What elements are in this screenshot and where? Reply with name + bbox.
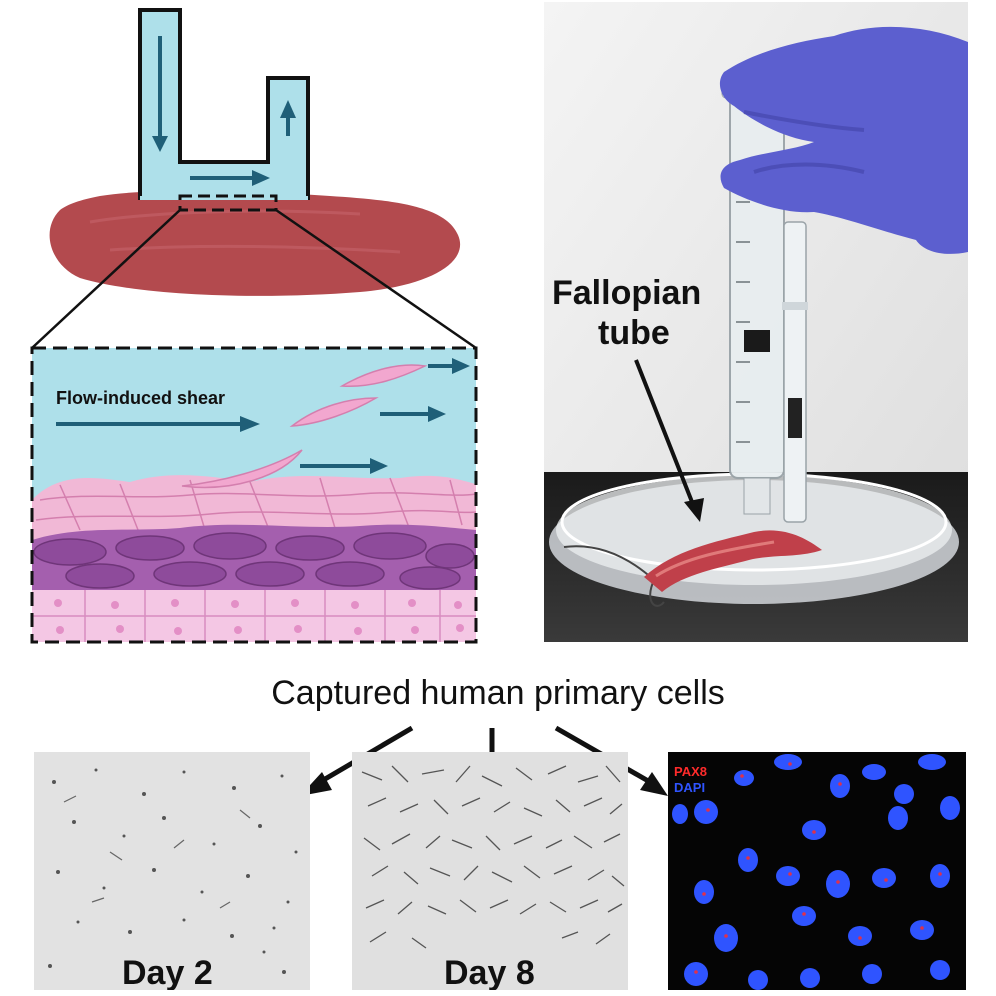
- fallopian-tube-photo: Fallopian tube: [544, 2, 968, 642]
- annotation-arrow: [634, 359, 696, 508]
- annotation-line1: Fallopian: [552, 274, 701, 312]
- panel-day8: Day 8: [352, 752, 628, 990]
- flow-schematic: Flow-induced shear: [30, 8, 478, 644]
- bottom-heading: Captured human primary cells: [271, 674, 725, 712]
- channel-flow-arrows: [152, 36, 296, 186]
- gloved-hand: [719, 26, 968, 254]
- day8-label: Day 8: [444, 954, 535, 990]
- zoom-selection-box: [178, 194, 278, 212]
- day2-label: Day 2: [122, 954, 213, 990]
- annotation-line2: tube: [598, 314, 670, 352]
- legend-pax8: PAX8: [674, 764, 707, 779]
- zoom-inset: Flow-induced shear: [30, 346, 478, 644]
- panel-day2: Day 2: [34, 752, 310, 990]
- legend-dapi: DAPI: [674, 780, 705, 795]
- panel-fluorescence: PAX8 DAPI: [668, 752, 966, 990]
- shear-label: Flow-induced shear: [56, 388, 225, 408]
- tissue-sample: [644, 530, 822, 592]
- flow-channel: [138, 8, 310, 200]
- tissue-blob: [49, 190, 461, 296]
